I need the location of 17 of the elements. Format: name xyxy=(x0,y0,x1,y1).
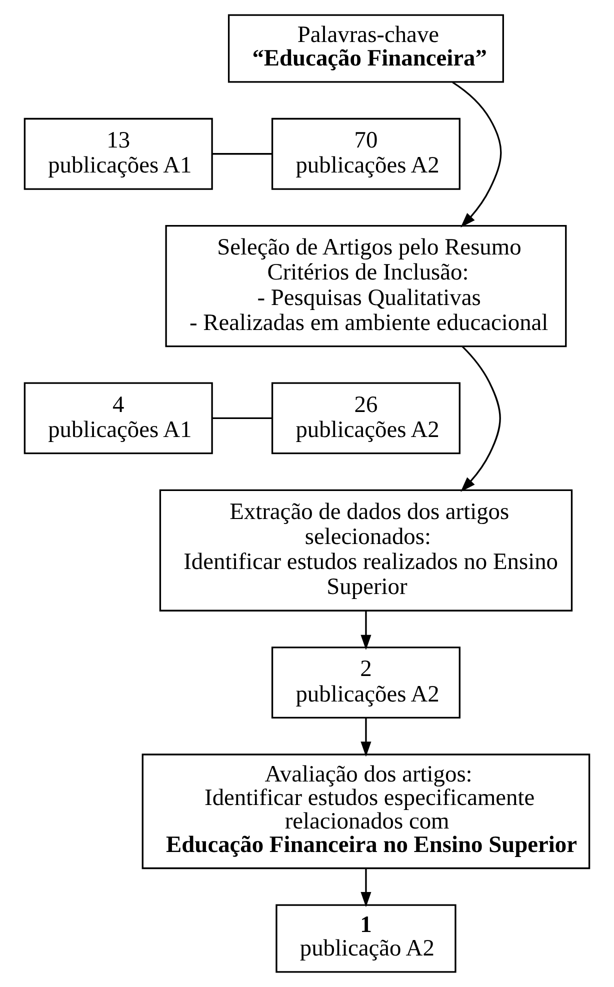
arrow xyxy=(460,346,501,492)
node-box: 70 publicações A2 xyxy=(271,118,460,190)
node-box: Seleção de Artigos pelo Resumo Critérios de Inclusão: - Pesquisas Qualitativas - Realizadas em ambiente educacional xyxy=(165,225,567,348)
connector xyxy=(212,153,272,155)
node-box: 26 publicações A2 xyxy=(271,382,460,454)
node-box: Palavras-chave “Educação Financeira” xyxy=(228,14,504,83)
arrow xyxy=(360,718,372,757)
arrow xyxy=(360,868,372,908)
node-box: Avaliação dos artigos: Identificar estudos especificamente relacionados com Educação Financeira no Ensino Superior xyxy=(142,754,590,870)
node-box: 13 publicações A1 xyxy=(24,118,213,190)
node-box: Extração de dados dos artigos selecionados: Identificar estudos realizados no Ensino Superior xyxy=(159,489,573,612)
node-box: 2 publicações A2 xyxy=(271,646,460,719)
arrow xyxy=(452,82,502,228)
node-box: 1 publicação A2 xyxy=(276,904,456,973)
connector xyxy=(212,417,272,420)
node-box: 4 publicações A1 xyxy=(24,382,213,454)
arrow xyxy=(360,611,372,650)
